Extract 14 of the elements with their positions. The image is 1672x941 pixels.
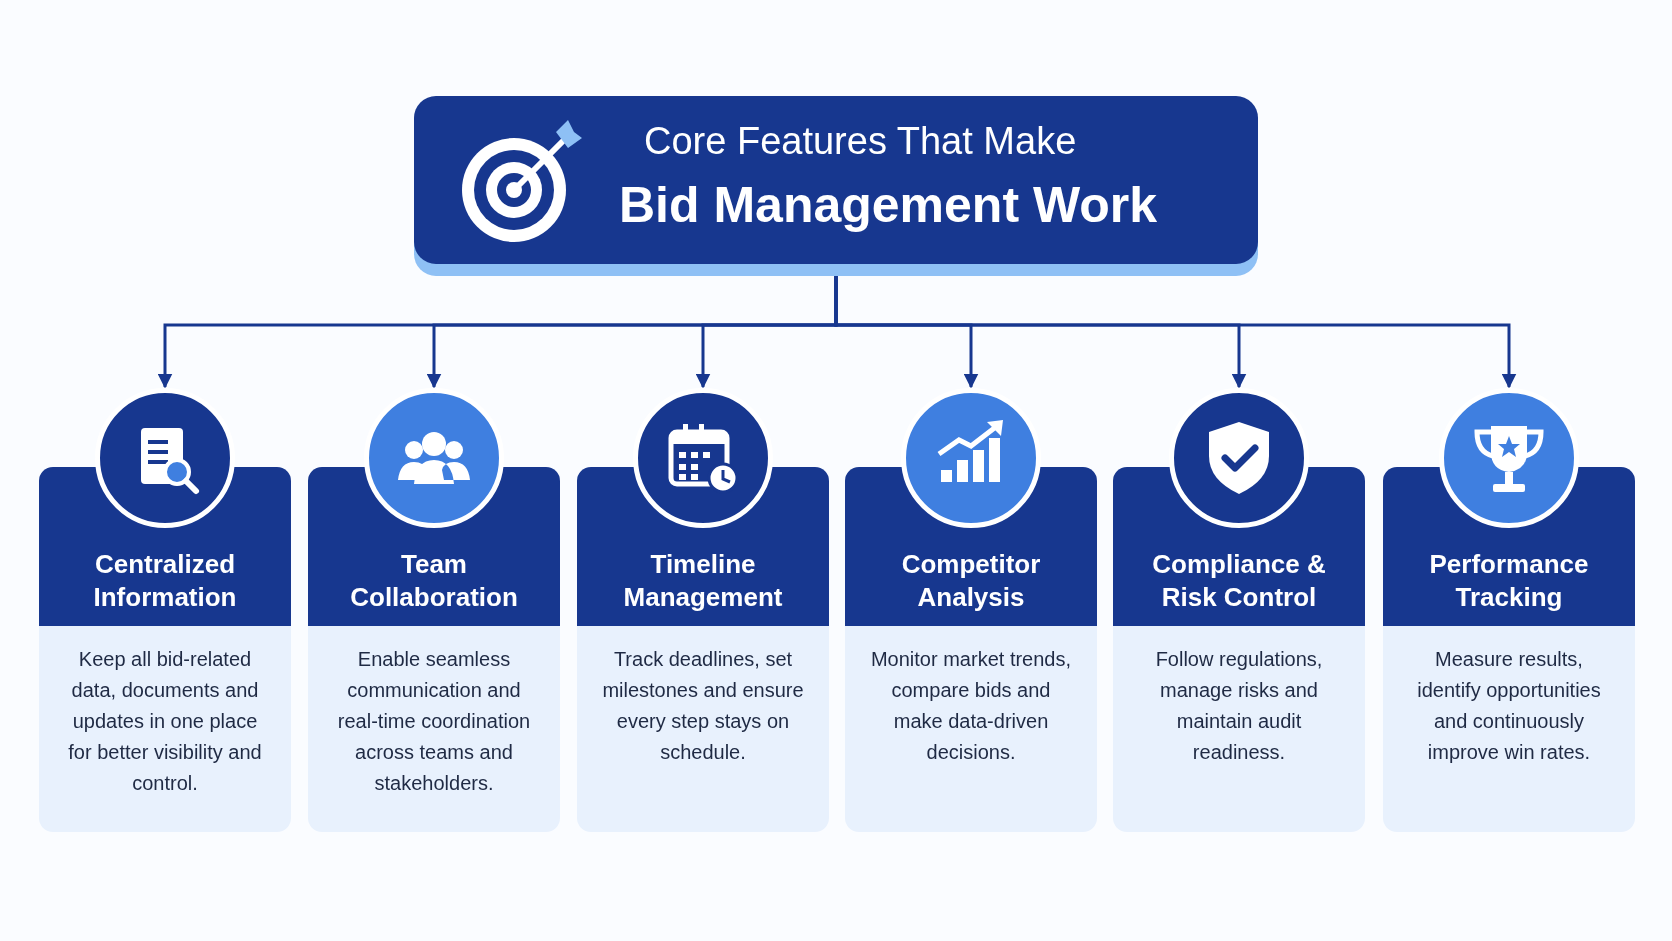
feature-description: Measure results, identify opportunities and continuously improve win rates. (1416, 647, 1602, 765)
feature-description: Follow regulations, manage risks and maintain audit readiness. (1154, 647, 1324, 765)
feature-description: Monitor market trends, compare bids and make data-driven decisions. (869, 647, 1073, 765)
feature-title: Centralized Information (92, 548, 238, 614)
feature-title: Performance Tracking (1428, 548, 1590, 614)
feature-title: Competitor Analysis (900, 548, 1042, 614)
feature-title: Team Collaboration (349, 548, 519, 614)
feature-description: Keep all bid-related data, documents and updates in one place for better visibility and control. (67, 647, 263, 796)
feature-title: Timeline Management (622, 548, 784, 614)
feature-description: Track deadlines, set milestones and ensure every step stays on schedule. (601, 647, 805, 765)
title-heading: Bid Management Work (619, 176, 1158, 234)
feature-description: Enable seamless communication and real-time coordination across teams and stakeholders. (336, 647, 532, 796)
title-line: Core Features That Make (644, 120, 1077, 163)
feature-title: Compliance & Risk Control (1151, 548, 1327, 614)
